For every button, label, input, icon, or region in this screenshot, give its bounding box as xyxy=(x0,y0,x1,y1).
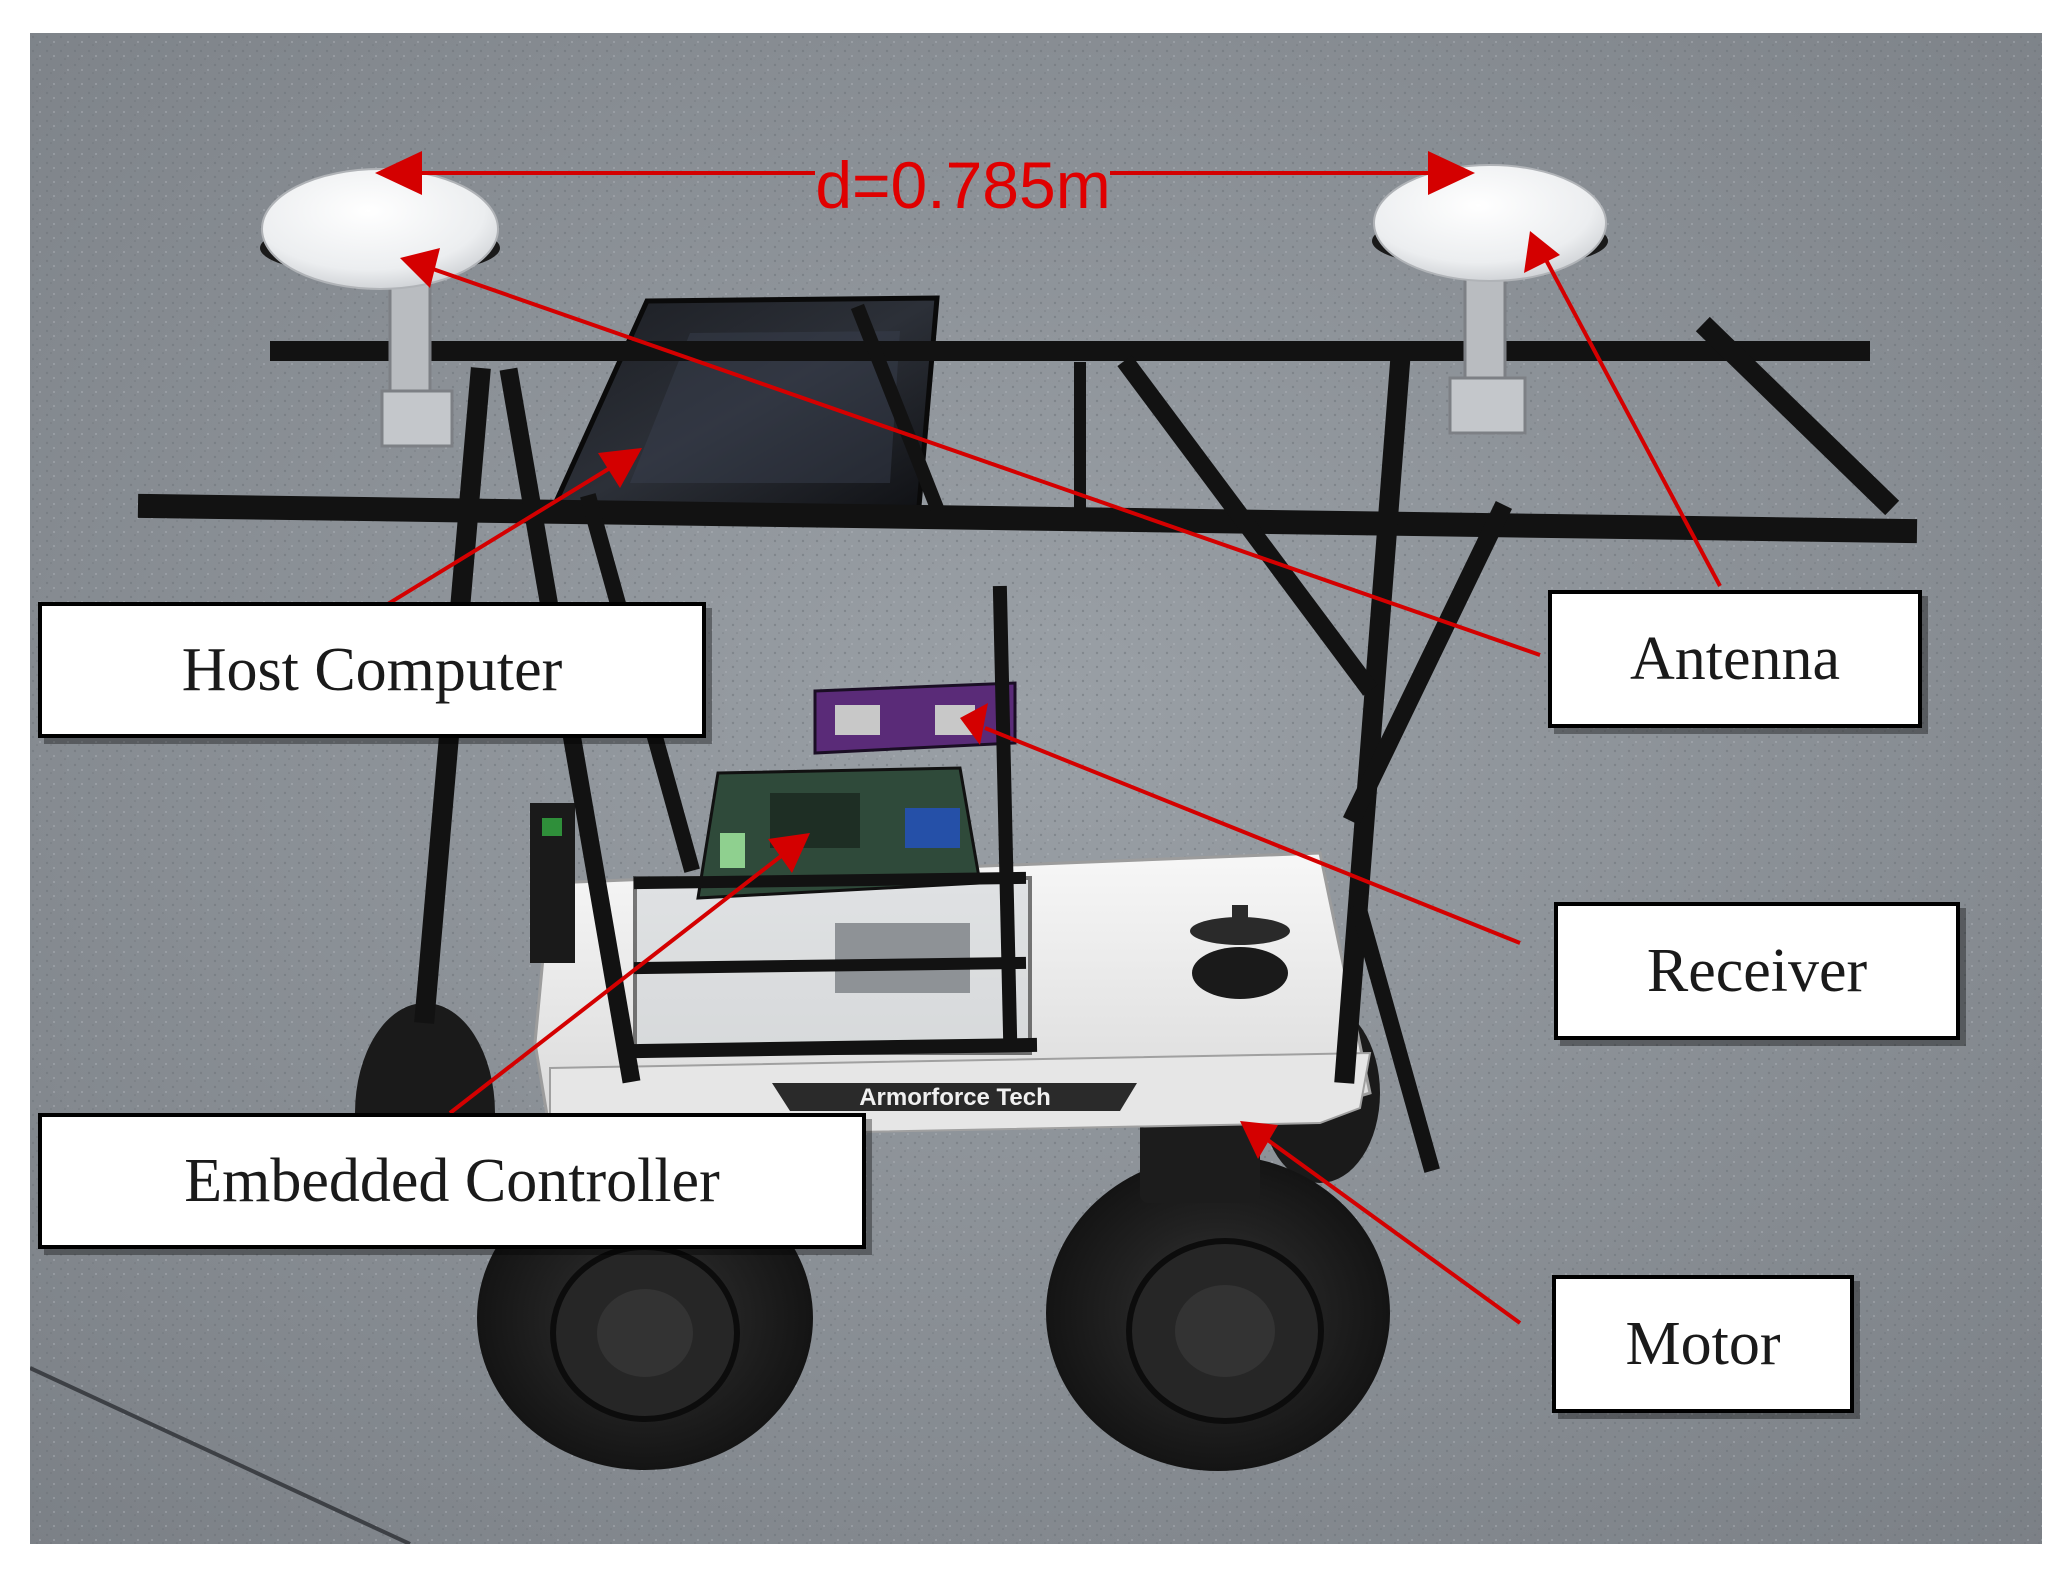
antenna-dome-right xyxy=(1372,164,1608,282)
antenna-dome-left xyxy=(260,168,500,290)
label-receiver: Receiver xyxy=(1554,902,1960,1040)
annotation-arrows xyxy=(363,151,1722,1325)
antenna-distance-label: d=0.785m xyxy=(815,148,1111,222)
robot-brand-plate: Armorforce Tech xyxy=(859,1084,1051,1111)
motor-unit xyxy=(1140,1118,1260,1203)
label-antenna: Antenna xyxy=(1548,590,1922,728)
front-right-wheel xyxy=(1046,1155,1390,1471)
label-embedded-controller: Embedded Controller xyxy=(38,1113,866,1249)
label-host-computer: Host Computer xyxy=(38,602,706,738)
label-motor: Motor xyxy=(1552,1275,1854,1413)
